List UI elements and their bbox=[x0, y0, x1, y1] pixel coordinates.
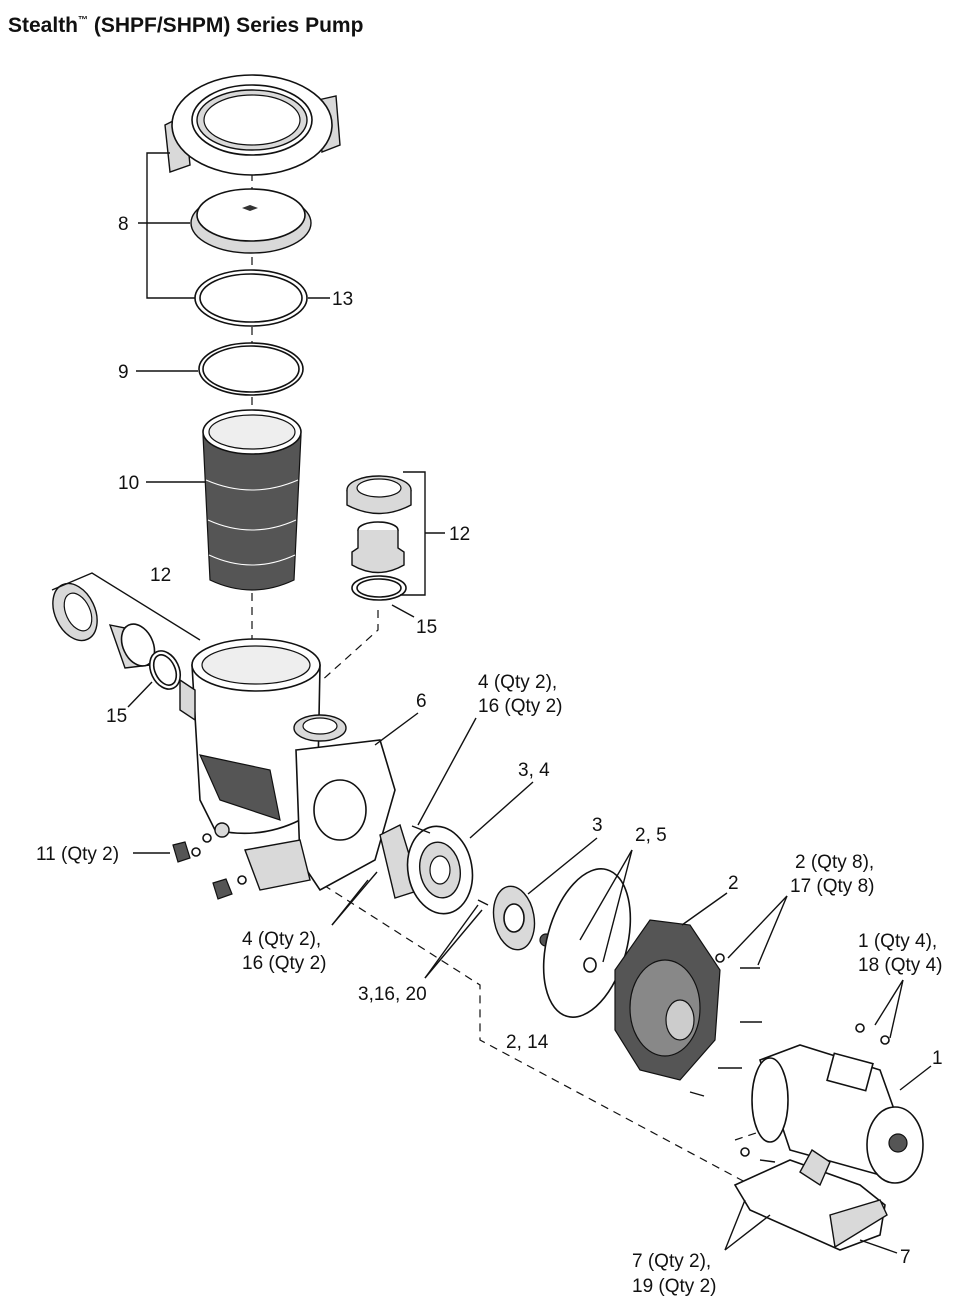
callout-6: 6 bbox=[416, 691, 427, 712]
callout-12-left: 12 bbox=[150, 565, 171, 586]
diffuser bbox=[379, 824, 489, 915]
callout-7-19-line1: 7 (Qty 2), bbox=[632, 1251, 711, 1272]
union-connector-left bbox=[52, 582, 182, 690]
callout-15-left: 15 bbox=[106, 706, 127, 727]
pump-lid bbox=[190, 188, 312, 254]
callout-4-16-bottom-line1: 4 (Qty 2), bbox=[242, 929, 321, 950]
callout-12-right: 12 bbox=[449, 524, 470, 545]
assembly-axis-lines bbox=[251, 75, 801, 1191]
callout-7-19-line2: 19 (Qty 2) bbox=[632, 1276, 716, 1297]
lid-locking-ring bbox=[164, 74, 341, 176]
pump-housing bbox=[179, 638, 396, 892]
seal-plate-o-ring bbox=[542, 868, 632, 1018]
callout-13: 13 bbox=[332, 289, 353, 310]
callout-3: 3 bbox=[592, 815, 603, 836]
drain-plugs bbox=[172, 841, 247, 900]
strainer-basket bbox=[202, 409, 302, 591]
callout-3-16-20: 3,16, 20 bbox=[358, 984, 427, 1005]
callout-7: 7 bbox=[900, 1247, 911, 1268]
callout-2-5: 2, 5 bbox=[635, 825, 667, 846]
callout-8: 8 bbox=[118, 214, 129, 235]
page-title: Stealth™ (SHPF/SHPM) Series Pump bbox=[8, 14, 364, 37]
bolts bbox=[689, 953, 890, 1163]
lid-o-ring bbox=[194, 269, 308, 327]
union-connector-right bbox=[346, 475, 412, 601]
callout-labels: 8 13 9 10 12 12 15 15 6 4 (Qty 2), 16 (Q… bbox=[36, 214, 943, 1297]
callout-1: 1 bbox=[932, 1048, 943, 1069]
gasket-ring bbox=[198, 342, 304, 396]
callout-15-right: 15 bbox=[416, 617, 437, 638]
callout-1-18-line2: 18 (Qty 4) bbox=[858, 955, 942, 976]
callout-4-16-top-line1: 4 (Qty 2), bbox=[478, 672, 557, 693]
callout-3-4: 3, 4 bbox=[518, 760, 550, 781]
callout-9: 9 bbox=[118, 362, 129, 383]
callout-1-18-line1: 1 (Qty 4), bbox=[858, 931, 937, 952]
leader-lines bbox=[51, 152, 932, 1254]
impeller bbox=[492, 885, 553, 951]
callout-4-16-top-line2: 16 (Qty 2) bbox=[478, 696, 562, 717]
callout-2-17-line1: 2 (Qty 8), bbox=[795, 852, 874, 873]
pump-motor bbox=[751, 1044, 924, 1184]
callout-4-16-bottom-line2: 16 (Qty 2) bbox=[242, 953, 326, 974]
callout-2-14: 2, 14 bbox=[506, 1032, 549, 1053]
seal-plate bbox=[614, 919, 721, 1081]
callout-2: 2 bbox=[728, 873, 739, 894]
callout-2-17-line2: 17 (Qty 8) bbox=[790, 876, 874, 897]
motor-base bbox=[733, 1148, 888, 1251]
callout-11: 11 (Qty 2) bbox=[36, 844, 119, 865]
callout-10: 10 bbox=[118, 473, 139, 494]
